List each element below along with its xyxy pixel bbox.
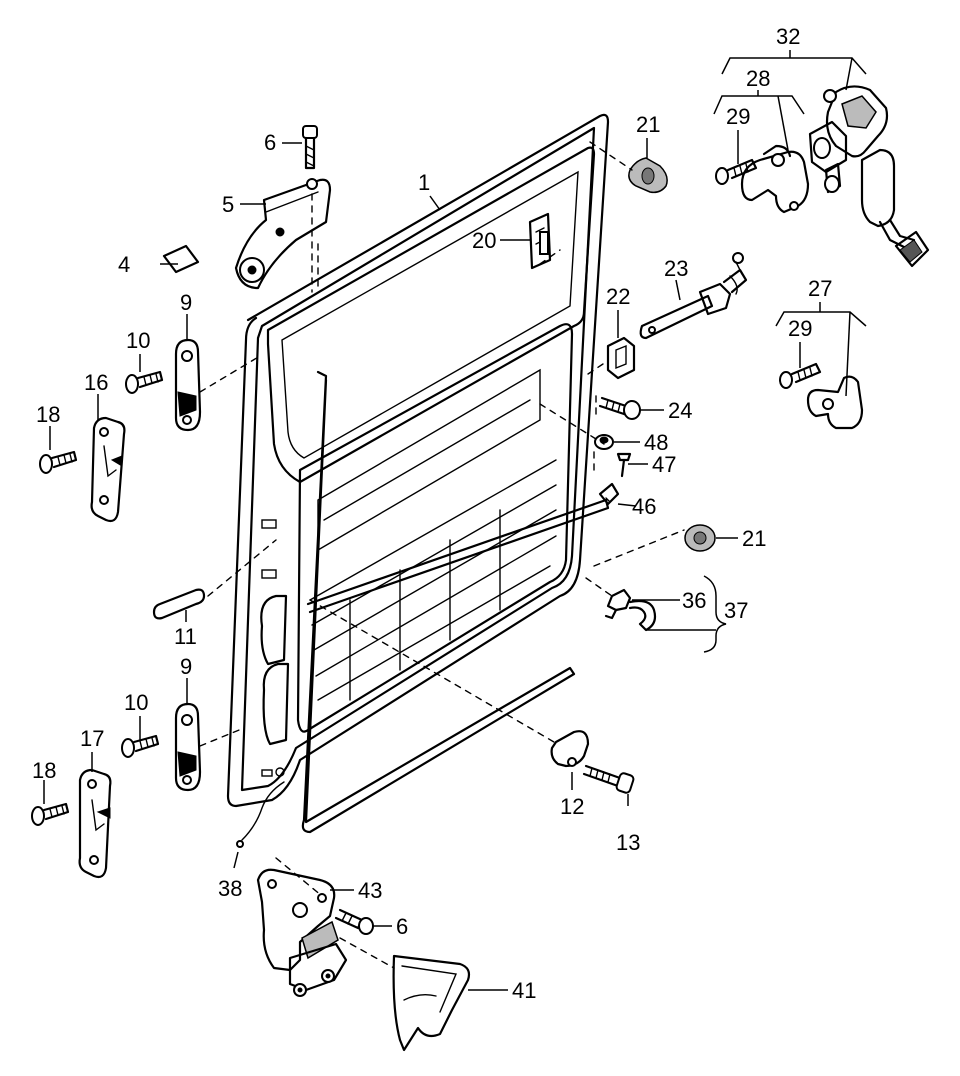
callout-18-upper: 18	[36, 402, 60, 427]
callout-9-lower: 9	[180, 654, 192, 679]
callout-10-upper: 10	[126, 328, 150, 353]
grommet-48	[594, 434, 614, 450]
callout-32: 32	[776, 24, 800, 49]
callout-10-lower: 10	[124, 690, 148, 715]
callout-36: 36	[682, 588, 706, 613]
rubber-stop-36	[604, 588, 632, 620]
screw-18-lower	[31, 802, 70, 826]
callout-5: 5	[222, 192, 234, 217]
callout-22: 22	[606, 284, 630, 309]
lock-motor-32	[808, 85, 930, 268]
callout-9-upper: 9	[180, 290, 192, 315]
callout-17: 17	[80, 726, 104, 751]
screw-18-upper	[39, 450, 78, 474]
callout-29-upper: 29	[726, 104, 750, 129]
callout-6-top: 6	[264, 130, 276, 155]
callout-28: 28	[746, 66, 770, 91]
callout-16: 16	[84, 370, 108, 395]
callout-18-lower: 18	[32, 758, 56, 783]
clip-47	[616, 452, 632, 478]
callout-labels: 1 4 5 6 9 10 16 18 11 9 10 17 18 12 13 2…	[32, 24, 832, 1003]
callout-1: 1	[418, 170, 430, 195]
callout-43: 43	[358, 878, 382, 903]
buffer-12	[550, 730, 590, 768]
callout-48: 48	[644, 430, 668, 455]
callout-20: 20	[472, 228, 496, 253]
screw-10-upper	[125, 370, 164, 394]
cap-21-top	[628, 157, 668, 194]
leader-lines	[43, 130, 801, 991]
bolt-24	[598, 396, 641, 420]
pin-38	[236, 781, 285, 848]
door-panel	[226, 113, 610, 834]
callout-4: 4	[118, 252, 130, 277]
callout-46: 46	[632, 494, 656, 519]
shim-plate	[162, 244, 200, 274]
callout-27: 27	[808, 276, 832, 301]
cover-41	[392, 954, 471, 1052]
door-cable	[306, 498, 610, 614]
bracket-27	[806, 375, 864, 430]
lock-rod-23	[639, 252, 748, 340]
cap-21-bottom	[684, 524, 716, 552]
striker-plate-lower	[78, 768, 112, 879]
callout-21-bottom: 21	[742, 526, 766, 551]
callout-13: 13	[616, 830, 640, 855]
guide-block-22	[606, 336, 636, 380]
lower-hinge-43	[256, 868, 348, 997]
guide-bracket-lower	[174, 702, 202, 792]
callout-23: 23	[664, 256, 688, 281]
lock-latch-28	[740, 144, 810, 214]
bolt-13	[582, 764, 635, 794]
guide-bracket-upper	[174, 338, 202, 432]
screw-29-lower	[779, 362, 822, 389]
callout-37: 37	[724, 598, 748, 623]
callout-6-bottom: 6	[396, 914, 408, 939]
callout-41: 41	[512, 978, 536, 1003]
screw-10-lower	[121, 734, 160, 758]
striker-plate-upper	[90, 416, 126, 523]
screw-29-upper	[715, 158, 758, 185]
callout-21-top: 21	[636, 112, 660, 137]
callout-24: 24	[668, 398, 692, 423]
cable-37	[628, 599, 657, 632]
bolt-6-bottom	[334, 908, 374, 935]
callout-47: 47	[652, 452, 676, 477]
bolt-6-top	[302, 125, 318, 170]
callout-11: 11	[174, 624, 197, 649]
group-brackets	[646, 50, 867, 653]
callout-29-lower: 29	[788, 316, 812, 341]
callout-12: 12	[560, 794, 584, 819]
upper-roller-hinge	[234, 178, 332, 290]
callout-38: 38	[218, 876, 242, 901]
pad-11	[152, 588, 206, 620]
catch-20	[528, 212, 552, 270]
